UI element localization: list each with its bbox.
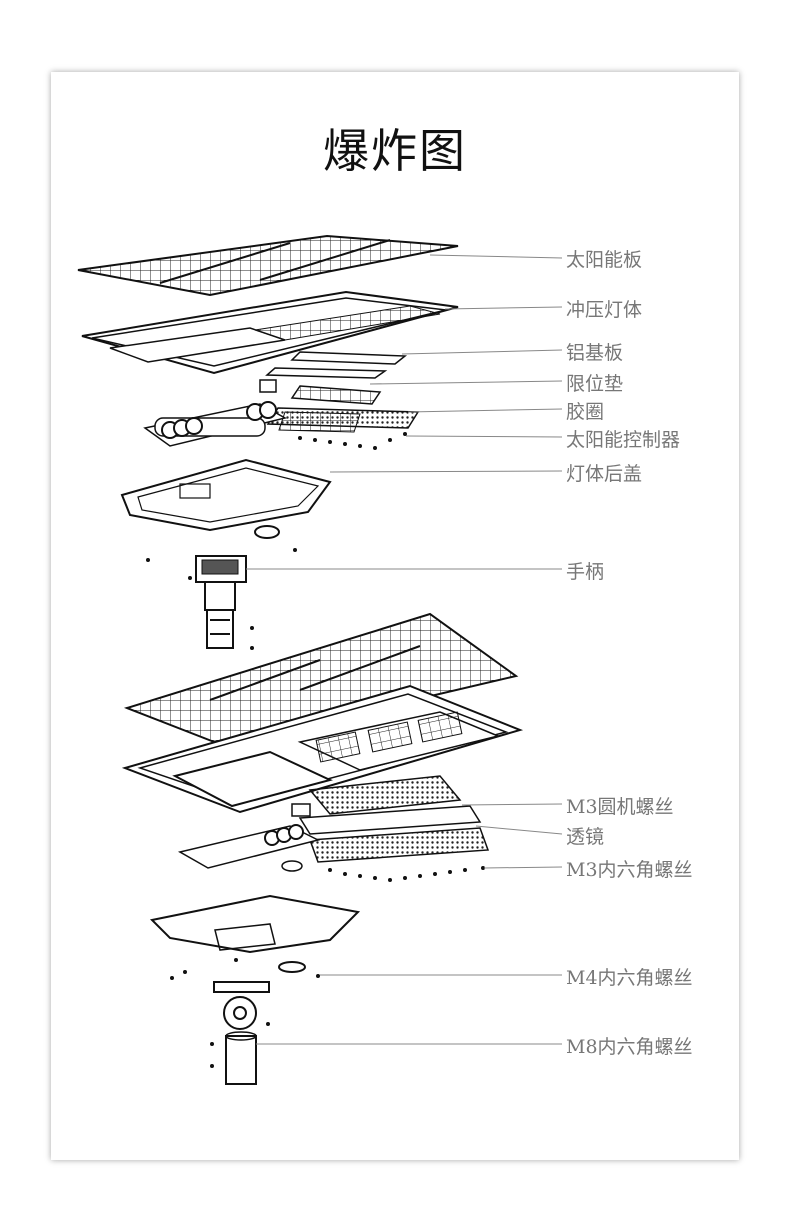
solar-panel-bottom <box>123 612 519 747</box>
label-solar-controller: 太阳能控制器 <box>566 429 681 451</box>
label-m3-hex-screw: M3内六角螺丝 <box>566 859 693 881</box>
screws-row-bottom <box>328 866 485 882</box>
handle-bottom <box>170 958 320 1085</box>
label-lens: 透镜 <box>566 826 605 848</box>
callout-line-solar-panel <box>429 254 563 259</box>
callout-line-aluminum <box>401 349 563 355</box>
lamp-body-top <box>81 290 459 375</box>
label-aluminum-substrate: 铝基板 <box>566 342 624 364</box>
callout-line-gasket <box>407 408 563 413</box>
gasket-top <box>266 407 420 433</box>
label-gasket: 胶圈 <box>566 401 605 423</box>
back-cover-top <box>120 458 332 539</box>
label-handle: 手柄 <box>566 561 605 583</box>
handle-top <box>146 548 297 650</box>
label-m4-hex-screw: M4内六角螺丝 <box>566 967 693 989</box>
label-solar-panel: 太阳能板 <box>566 249 643 271</box>
callout-line-m3-hex <box>483 866 563 869</box>
limit-pad-top <box>259 379 382 405</box>
label-stamped-lamp-body: 冲压灯体 <box>566 299 643 321</box>
callout-line-limit-pad <box>369 380 563 385</box>
callout-line-lens <box>475 825 563 835</box>
label-back-cover: 灯体后盖 <box>566 463 643 485</box>
label-m8-hex-screw: M8内六角螺丝 <box>566 1036 693 1058</box>
callout-line-back-cover <box>329 470 563 473</box>
callout-line-lamp-body <box>444 306 563 310</box>
label-limit-pad: 限位垫 <box>566 373 624 395</box>
page-title: 爆炸图 <box>323 124 467 178</box>
callout-line-controller <box>405 435 563 438</box>
lamp-body-bottom <box>121 684 524 814</box>
aluminum-substrate-top <box>265 351 408 379</box>
back-cover-bottom <box>149 894 361 973</box>
label-m3-round-screw: M3圆机螺丝 <box>566 796 674 818</box>
solar-panel-top <box>77 234 459 297</box>
callout-line-m3-round <box>461 803 563 806</box>
controller-bottom <box>177 824 321 872</box>
callout-lines <box>246 254 563 1045</box>
controller-top <box>143 401 288 447</box>
screws-row-top <box>298 432 407 450</box>
lens-bottom <box>291 775 490 863</box>
